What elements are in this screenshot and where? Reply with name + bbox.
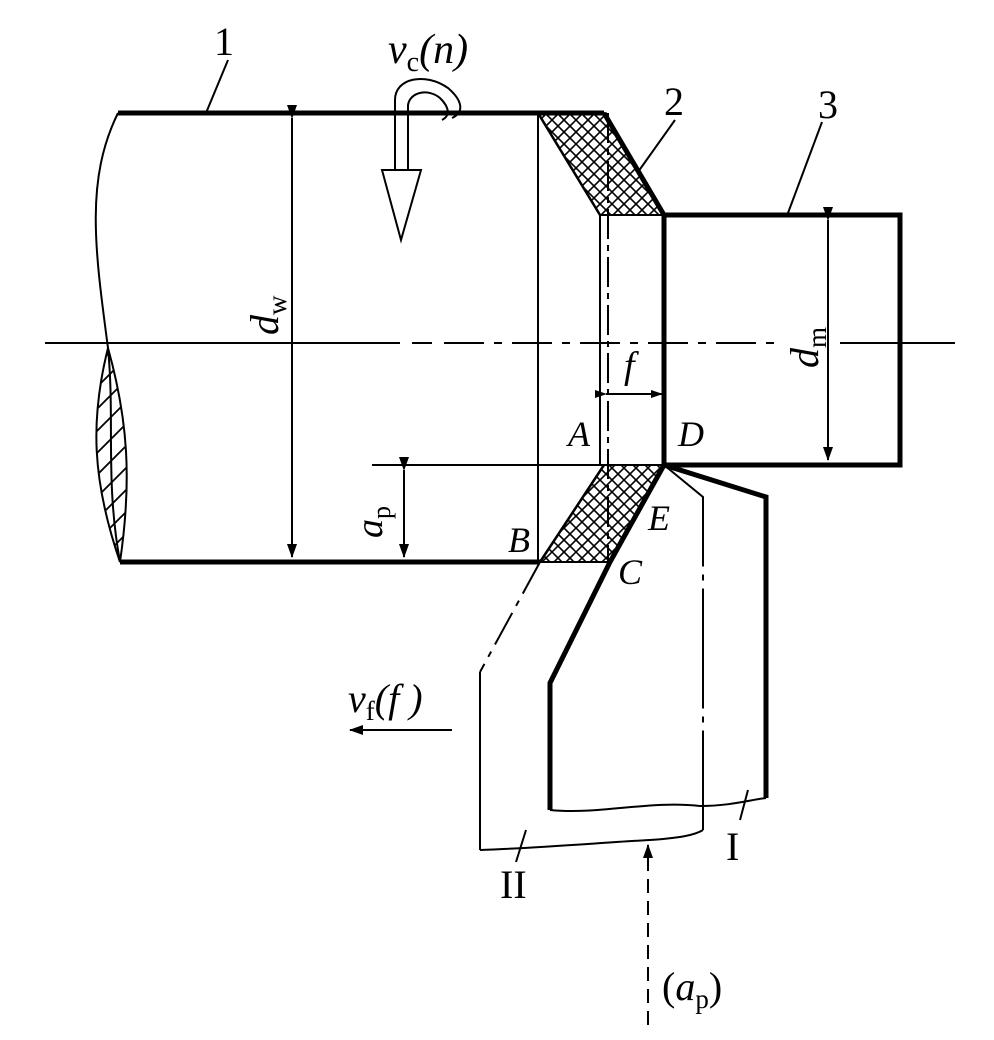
svg-text:dm: dm bbox=[782, 327, 832, 368]
label-ap: ap bbox=[349, 506, 396, 538]
label-point-E: E bbox=[647, 498, 670, 538]
label-part-3: 3 bbox=[818, 82, 838, 127]
label-part-2: 2 bbox=[664, 79, 684, 124]
label-vf: vf(f ) bbox=[348, 676, 423, 726]
label-point-B: B bbox=[508, 520, 530, 560]
label-point-C: C bbox=[618, 552, 643, 592]
label-tool-II: II bbox=[500, 862, 527, 907]
label-ap-bottom: (ap) bbox=[662, 964, 722, 1014]
workpiece bbox=[94, 110, 604, 565]
label-f: f bbox=[624, 345, 639, 387]
label-vc: vc(n) bbox=[388, 27, 468, 78]
tool-II bbox=[479, 464, 704, 851]
rotation-arrow bbox=[380, 78, 462, 244]
leader-lines bbox=[205, 59, 823, 863]
transient-surface bbox=[536, 111, 667, 563]
svg-text:ap: ap bbox=[349, 506, 396, 538]
svg-text:dw: dw bbox=[242, 295, 292, 335]
label-part-1: 1 bbox=[214, 19, 234, 64]
label-dw: dw bbox=[242, 295, 292, 335]
tool-I bbox=[547, 462, 769, 813]
label-point-D: D bbox=[677, 414, 704, 454]
label-tool-I: I bbox=[726, 824, 739, 869]
label-point-A: A bbox=[566, 414, 591, 454]
label-dm: dm bbox=[782, 327, 832, 368]
